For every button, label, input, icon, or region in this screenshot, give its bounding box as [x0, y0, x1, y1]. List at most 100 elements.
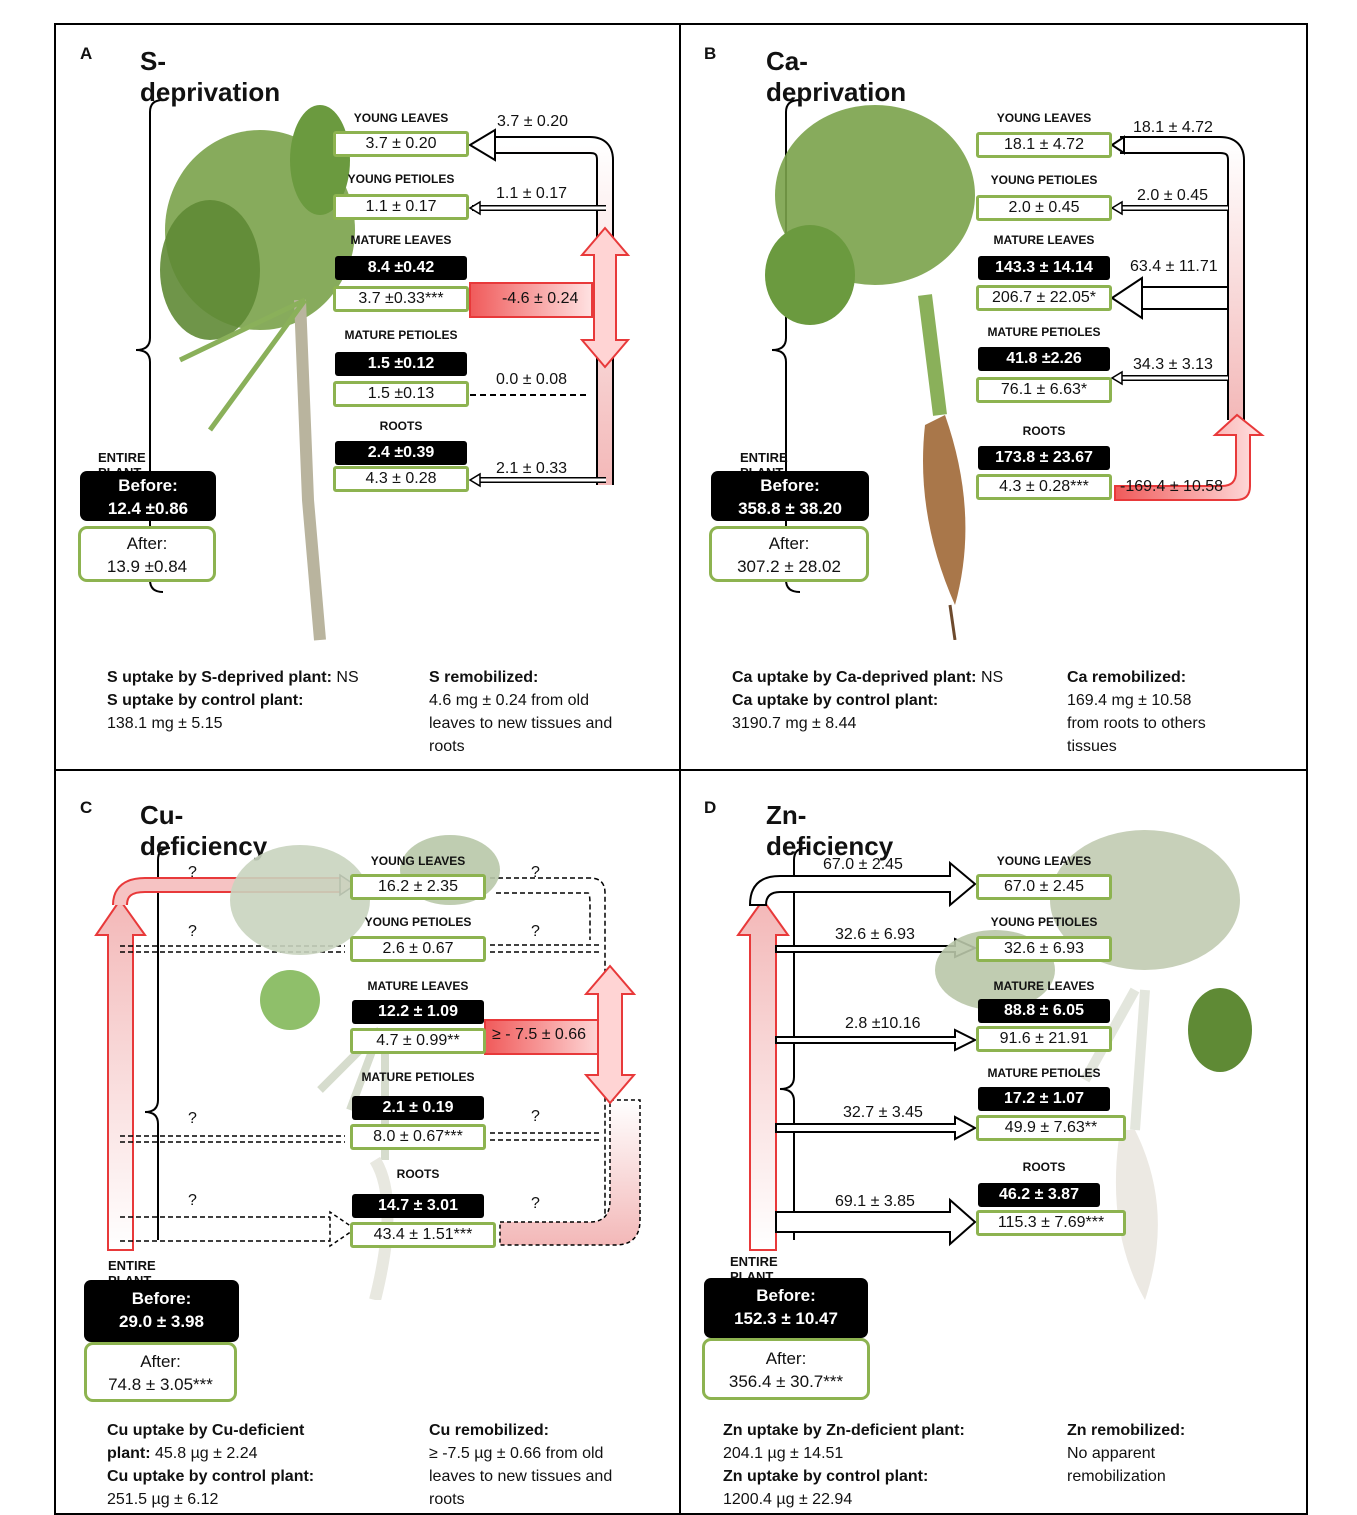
panel-d-arrows: [736, 847, 978, 1251]
entire-before: Before: 12.4 ±0.86: [80, 471, 216, 521]
before-mature-leaves: 12.2 ± 1.09: [352, 1000, 484, 1024]
entire-before: Before: 29.0 ± 3.98: [84, 1280, 239, 1342]
after-young-petioles: 2.0 ± 0.45: [976, 195, 1112, 221]
uptake-text: S uptake by S-deprived plant: NS S uptak…: [107, 669, 359, 732]
flux-young-leaves: 3.7 ± 0.20: [497, 113, 569, 130]
label-young-petioles: YOUNG PETIOLES: [990, 915, 1098, 929]
flux-young-petioles: 32.6 ± 6.93: [835, 926, 915, 943]
label-young-petioles: YOUNG PETIOLES: [364, 915, 472, 929]
after-young-petioles: 32.6 ± 6.93: [976, 936, 1112, 962]
label-mature-leaves: MATURE LEAVES: [993, 979, 1095, 993]
unknown-flux: ?: [188, 923, 197, 940]
before-roots: 2.4 ±0.39: [335, 441, 467, 465]
plant-photo: [935, 830, 1252, 1300]
entire-before: Before: 358.8 ± 38.20: [711, 471, 869, 521]
plant-photo: [765, 105, 975, 640]
uptake-arrow: [94, 898, 147, 1251]
panel-b-arrows: [771, 99, 1265, 593]
entire-after: After: 13.9 ±0.84: [78, 526, 216, 582]
label-young-petioles: YOUNG PETIOLES: [347, 172, 455, 186]
entire-after: After: 356.4 ± 30.7***: [702, 1338, 870, 1400]
after-value: 307.2 ± 28.02: [737, 557, 841, 576]
before-mature-leaves: 88.8 ± 6.05: [978, 999, 1110, 1023]
after-mature-leaves: 91.6 ± 21.91: [976, 1026, 1112, 1052]
before-value: 12.4 ±0.86: [107, 499, 189, 518]
label-mature-leaves: MATURE LEAVES: [993, 233, 1095, 247]
after-mature-petioles: 49.9 ± 7.63**: [976, 1115, 1126, 1141]
curly-brace: [135, 99, 164, 593]
label-young-leaves: YOUNG LEAVES: [996, 854, 1092, 868]
remobilized-text: Zn remobilized: No apparent remobilizati…: [1067, 1422, 1186, 1485]
before-label: Before:: [131, 1289, 192, 1308]
after-value: 356.4 ± 30.7***: [728, 1372, 844, 1391]
after-value: 13.9 ±0.84: [106, 557, 188, 576]
remobilized-text: Cu remobilized: ≥ -7.5 µg ± 0.66 from ol…: [429, 1422, 613, 1508]
after-mature-leaves: 3.7 ±0.33***: [333, 286, 469, 312]
panel-letter: B: [704, 44, 717, 63]
after-young-petioles: 2.6 ± 0.67: [350, 936, 486, 962]
after-roots: 115.3 ± 7.69***: [976, 1210, 1126, 1236]
label-mature-petioles: MATURE PETIOLES: [987, 325, 1101, 339]
after-young-petioles: 1.1 ± 0.17: [333, 194, 469, 220]
label-roots: ROOTS: [396, 1167, 440, 1181]
after-roots: 43.4 ± 1.51***: [350, 1222, 496, 1248]
before-roots: 173.8 ± 23.67: [978, 446, 1110, 470]
label-young-leaves: YOUNG LEAVES: [996, 111, 1092, 125]
after-label: After:: [765, 1349, 807, 1368]
arrowhead: [468, 128, 496, 162]
after-young-leaves: 3.7 ± 0.20: [333, 131, 469, 157]
flux-young-petioles: 2.0 ± 0.45: [1137, 187, 1209, 204]
panel-letter: D: [704, 798, 717, 817]
label-young-petioles: YOUNG PETIOLES: [990, 173, 1098, 187]
remobilized-text: S remobilized: 4.6 mg ± 0.24 from old le…: [429, 669, 613, 755]
after-mature-petioles: 8.0 ± 0.67***: [350, 1124, 486, 1150]
panel-c-arrows: [94, 847, 641, 1251]
label-mature-leaves: MATURE LEAVES: [367, 979, 469, 993]
label-roots: ROOTS: [1022, 424, 1066, 438]
before-value: 358.8 ± 38.20: [738, 499, 842, 518]
flux-arrow-young-leaves: [748, 860, 977, 908]
label-mature-leaves: MATURE LEAVES: [350, 233, 452, 247]
before-mature-leaves: 8.4 ±0.42: [335, 256, 467, 280]
flux-roots: 2.1 ± 0.33: [496, 460, 568, 477]
panel-title: S-deprivation: [140, 46, 281, 107]
after-mature-petioles: 76.1 ± 6.63*: [976, 377, 1112, 403]
before-mature-petioles: 17.2 ± 1.07: [978, 1087, 1110, 1111]
before-roots: 14.7 ± 3.01: [352, 1194, 484, 1218]
after-roots: 4.3 ± 0.28***: [976, 474, 1112, 500]
remob-box: [469, 282, 593, 318]
label-roots: ROOTS: [379, 419, 423, 433]
after-label: After:: [140, 1352, 181, 1371]
label-mature-petioles: MATURE PETIOLES: [361, 1070, 475, 1084]
before-label: Before:: [756, 1286, 816, 1305]
flux-mature-petioles: 0.0 ± 0.08: [496, 371, 568, 388]
flux-roots: -169.4 ± 10.58: [1120, 478, 1224, 495]
unknown-flux: ?: [188, 1192, 197, 1209]
panel-title: Zn-deficiency: [766, 800, 894, 861]
unknown-flux: ?: [188, 864, 197, 881]
unknown-flux: ?: [531, 1195, 540, 1212]
label-young-leaves: YOUNG LEAVES: [353, 111, 449, 125]
flux-mature-leaves: ≥ - 7.5 ± 0.66: [492, 1026, 587, 1043]
label-roots: ROOTS: [1022, 1160, 1066, 1174]
after-young-leaves: 18.1 ± 4.72: [976, 132, 1112, 158]
before-mature-petioles: 41.8 ±2.26: [978, 347, 1110, 371]
flux-young-leaves: 67.0 ± 2.45: [823, 856, 903, 873]
before-mature-leaves: 143.3 ± 14.14: [978, 256, 1110, 280]
after-mature-leaves: 4.7 ± 0.99**: [350, 1028, 486, 1054]
panel-a-arrows: [135, 99, 631, 593]
uptake-text: Ca uptake by Ca-deprived plant: NS Ca up…: [732, 669, 1004, 732]
uptake-text: Zn uptake by Zn-deficient plant: 204.1 µ…: [723, 1422, 965, 1508]
panel-title: Ca-deprivation: [766, 46, 907, 107]
before-roots: 46.2 ± 3.87: [978, 1183, 1100, 1207]
panel-letter: A: [80, 44, 93, 63]
after-label: After:: [768, 534, 810, 553]
after-value: 74.8 ± 3.05***: [108, 1375, 213, 1394]
flux-mature-petioles: 34.3 ± 3.13: [1133, 356, 1213, 373]
entire-after: After: 307.2 ± 28.02: [709, 526, 869, 582]
entire-before: Before: 152.3 ± 10.47: [704, 1278, 868, 1338]
entire-after: After: 74.8 ± 3.05***: [84, 1342, 237, 1402]
uptake-text: Cu uptake by Cu-deficient plant: 45.8 µg…: [107, 1422, 315, 1508]
label-mature-petioles: MATURE PETIOLES: [987, 1066, 1101, 1080]
